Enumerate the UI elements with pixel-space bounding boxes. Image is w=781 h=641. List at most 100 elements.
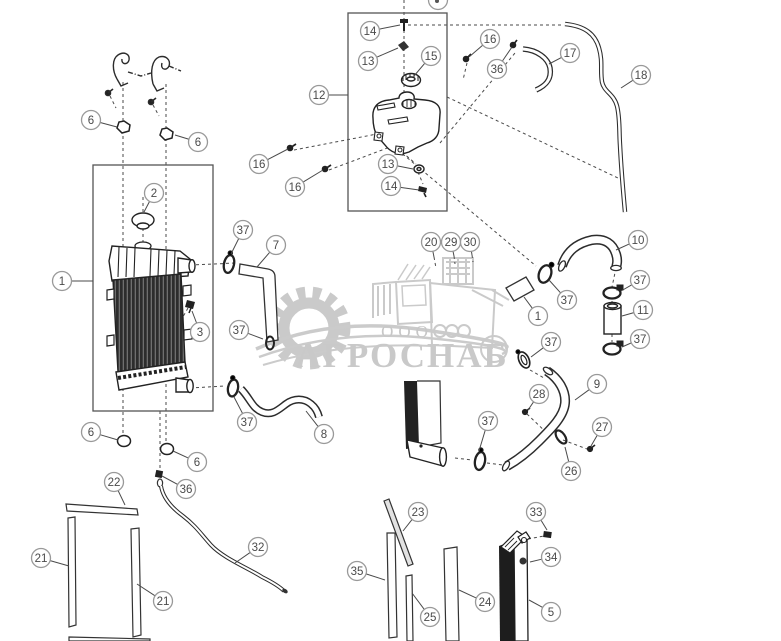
callout-10[interactable]: 10 (615, 229, 649, 251)
callout-21[interactable]: 21 (30, 547, 70, 569)
callout-circle[interactable] (629, 328, 651, 350)
callout-37[interactable]: 37 (230, 219, 254, 255)
callout-27[interactable]: 27 (590, 416, 613, 447)
callout-6[interactable]: 6 (174, 131, 209, 153)
callout-circle[interactable] (175, 478, 197, 500)
callout-circle[interactable] (528, 383, 550, 405)
callout-25[interactable]: 25 (411, 592, 441, 628)
callout-35[interactable]: 35 (346, 560, 386, 582)
callout-37[interactable]: 37 (228, 319, 264, 341)
callout-32[interactable]: 32 (234, 536, 269, 564)
callout-37[interactable]: 37 (477, 410, 499, 452)
callout-circle[interactable] (313, 423, 335, 445)
callout-37[interactable]: 37 (530, 331, 562, 358)
callout-circle[interactable] (247, 536, 269, 558)
callout-34[interactable]: 34 (529, 546, 562, 568)
callout-37[interactable]: 37 (233, 396, 258, 433)
callout-circle[interactable] (103, 471, 125, 493)
callout-circle[interactable] (346, 560, 368, 582)
callout-18[interactable]: 18 (620, 64, 652, 89)
callout-circle[interactable] (265, 234, 287, 256)
callout-circle[interactable] (591, 416, 613, 438)
callout-circle[interactable] (479, 28, 501, 50)
callout-circle[interactable] (51, 270, 73, 292)
callout-circle[interactable] (228, 319, 250, 341)
callout-17[interactable]: 17 (548, 42, 581, 65)
callout-circle[interactable] (187, 131, 209, 153)
callout-circle[interactable] (630, 64, 652, 86)
callout-13[interactable]: 13 (377, 153, 414, 175)
callout-28[interactable]: 28 (527, 383, 550, 411)
callout-circle[interactable] (248, 153, 270, 175)
callout-5[interactable]: 5 (528, 599, 562, 623)
callout-11[interactable]: 11 (621, 299, 654, 321)
callout-circle[interactable] (419, 606, 441, 628)
callout-circle[interactable] (357, 50, 379, 72)
callout-circle[interactable] (380, 175, 402, 197)
callout-26[interactable]: 26 (560, 446, 582, 482)
callout-circle[interactable] (420, 45, 442, 67)
callout-circle[interactable] (377, 153, 399, 175)
callout-37[interactable]: 37 (548, 279, 578, 311)
callout-circle[interactable] (540, 331, 562, 353)
callout-circle[interactable] (632, 299, 654, 321)
callout-13[interactable]: 13 (357, 47, 399, 72)
callout-1[interactable]: 1 (523, 296, 549, 327)
callout-2[interactable]: 2 (143, 182, 165, 213)
callout-circle[interactable] (627, 229, 649, 251)
callout-1[interactable]: 1 (51, 270, 94, 292)
callout-16[interactable]: 16 (468, 28, 501, 58)
callout-8[interactable]: 8 (305, 410, 335, 445)
callout-circle[interactable] (236, 411, 258, 433)
callout-circle[interactable] (189, 321, 211, 343)
callout-36[interactable]: 36 (161, 475, 197, 500)
callout-circle[interactable] (459, 231, 481, 253)
callout-9[interactable]: 9 (574, 373, 608, 401)
callout-circle[interactable] (474, 591, 496, 613)
callout-circle[interactable] (540, 546, 562, 568)
callout-circle[interactable] (80, 421, 102, 443)
callout-14[interactable]: 14 (359, 20, 401, 42)
callout-30[interactable]: 30 (459, 231, 481, 256)
callout-16[interactable]: 16 (248, 148, 289, 175)
callout-circle[interactable] (525, 501, 547, 523)
callout-circle[interactable] (629, 269, 651, 291)
callout-6[interactable]: 6 (172, 450, 208, 473)
callout-22[interactable]: 22 (103, 471, 126, 506)
callout-15[interactable]: 15 (413, 45, 442, 77)
callout-24[interactable]: 24 (458, 589, 496, 613)
callout-circle[interactable] (527, 305, 549, 327)
callout-circle[interactable] (232, 219, 254, 241)
callout-circle[interactable] (284, 176, 306, 198)
callout-29[interactable]: 29 (440, 231, 462, 257)
callout-circle[interactable] (560, 460, 582, 482)
callout-6[interactable]: 6 (80, 421, 119, 443)
callout-12[interactable]: 12 (308, 84, 349, 106)
callout-7[interactable]: 7 (256, 234, 287, 268)
callout-circle[interactable] (486, 58, 508, 80)
callout-circle[interactable] (559, 42, 581, 64)
callout-37[interactable]: 37 (620, 269, 651, 292)
callout-21[interactable]: 21 (136, 583, 174, 612)
callout-circle[interactable] (420, 231, 442, 253)
callout-circle[interactable] (407, 501, 429, 523)
callout-16[interactable]: 16 (284, 169, 324, 198)
callout-circle[interactable] (359, 20, 381, 42)
callout-23[interactable]: 23 (402, 501, 429, 532)
callout-circle[interactable] (152, 590, 174, 612)
callout-20[interactable]: 20 (420, 231, 442, 258)
callout-circle[interactable] (308, 84, 330, 106)
callout-circle[interactable] (30, 547, 52, 569)
callout-33[interactable]: 33 (525, 501, 548, 531)
callout-circle[interactable] (143, 182, 165, 204)
callout-circle[interactable] (186, 451, 208, 473)
callout-6[interactable]: 6 (80, 109, 118, 131)
callout-circle[interactable] (477, 410, 499, 432)
callout-37[interactable]: 37 (621, 328, 651, 350)
callout-36[interactable]: 36 (486, 46, 513, 80)
callout-circle[interactable] (556, 289, 578, 311)
callout-circle[interactable] (80, 109, 102, 131)
callout-14[interactable]: 14 (380, 175, 420, 197)
callout-3[interactable]: 3 (189, 310, 211, 343)
callout-circle[interactable] (586, 373, 608, 395)
